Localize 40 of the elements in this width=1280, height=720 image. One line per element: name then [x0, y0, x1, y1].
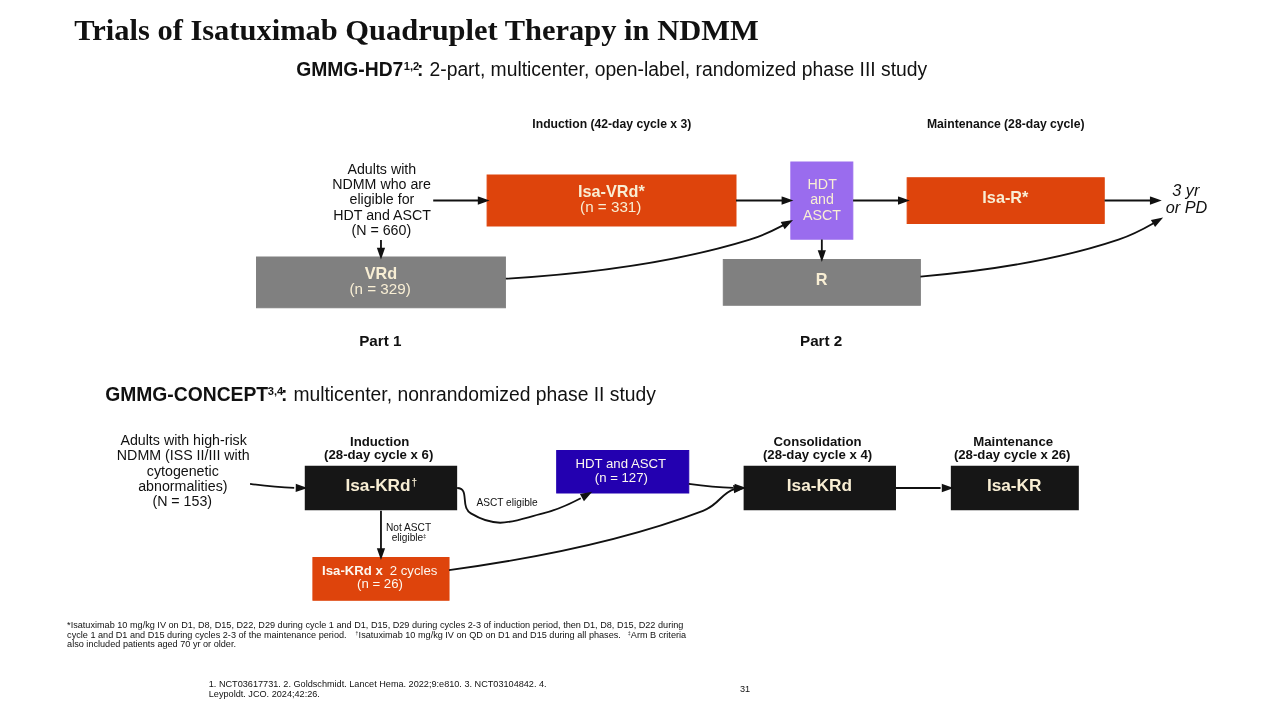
edge-label: Not ASCT eligible$^{‡}$ — [386, 522, 432, 544]
arrow — [735, 196, 794, 205]
label: Part 2 — [799, 331, 843, 349]
arrow — [504, 219, 794, 280]
node-box: Isa-KRd$^{†}$ — [304, 465, 458, 511]
node-box: HDT and ASCT (n = 127) — [556, 449, 690, 494]
arrow — [1103, 196, 1162, 205]
label: *Isatuximab 10 mg/kg IV on D1, D8, D15, D22, D29 during cycle 1 and D1, D15, D29 during cycles 2-3 of induction period, then D1, D8, D15, D22 during cycle 1 and D1 and D15 during cycles 2-3 of the maintenance period. $^{†}$Isatuximab 10 mg/kg IV on QD on D1 and D15 during all phases. $^{‡}$Arm B criteria also included patients aged 70 yr or older. — [67, 620, 687, 649]
node-text: Adults with high-risk NDMM (ISS II/III with cytogenetic abnormalities) (N = 153) — [116, 432, 250, 509]
arrow — [432, 196, 490, 205]
label: Maintenance (28-day cycle) — [926, 116, 1085, 131]
edge-label: ASCT eligible — [476, 496, 538, 508]
node-label: Induction (28-day cycle x 6) — [324, 433, 434, 462]
node-box: Isa-VRd* (n = 331) — [486, 174, 737, 227]
node-text: Adults with NDMM who are eligible for HDT and ASCT (N = 660) — [332, 160, 431, 238]
label: GMMG-CONCEPT$^{3,4}$: multicenter, nonrandomized phase II study — [105, 383, 656, 405]
node-box: Isa-R* — [906, 177, 1105, 224]
node-box: Isa-KRd x 2 cycles (n = 26) — [312, 557, 450, 601]
arrow — [249, 483, 308, 492]
label: Induction (42-day cycle x 3) — [532, 116, 692, 131]
node-box: HDT and ASCT — [790, 161, 854, 240]
label: Part 1 — [359, 331, 402, 349]
arrow — [852, 196, 910, 205]
node-label: Maintenance (28-day cycle x 26) — [953, 433, 1071, 462]
label: 1. NCT03617731. 2. Goldschmidt. Lancet Hema. 2022;9:e810. 3. NCT03104842. 4. Leypoldt. JCO. 2024;42:26. — [208, 678, 547, 699]
node-box: R — [722, 258, 921, 306]
arrow — [817, 238, 826, 262]
node-text: 3 yr or PD — [1165, 181, 1208, 216]
node-label: Consolidation (28-day cycle x 4) — [762, 433, 873, 462]
label: GMMG-HD7$^{1,2}$: 2-part, multicenter, open-label, randomized phase III study — [296, 58, 928, 80]
node-box: VRd (n = 329) — [256, 256, 506, 309]
arrow — [919, 217, 1164, 278]
diagram-title: Trials of Isatuximab Quadruplet Therapy in NDMM — [74, 12, 759, 47]
arrow — [376, 239, 386, 260]
label: 31 — [740, 683, 751, 694]
arrow — [376, 509, 386, 561]
arrow — [456, 487, 593, 524]
arrow — [895, 483, 954, 493]
node-box: Isa-KRd — [743, 465, 896, 511]
node-box: Isa-KR — [950, 465, 1079, 511]
